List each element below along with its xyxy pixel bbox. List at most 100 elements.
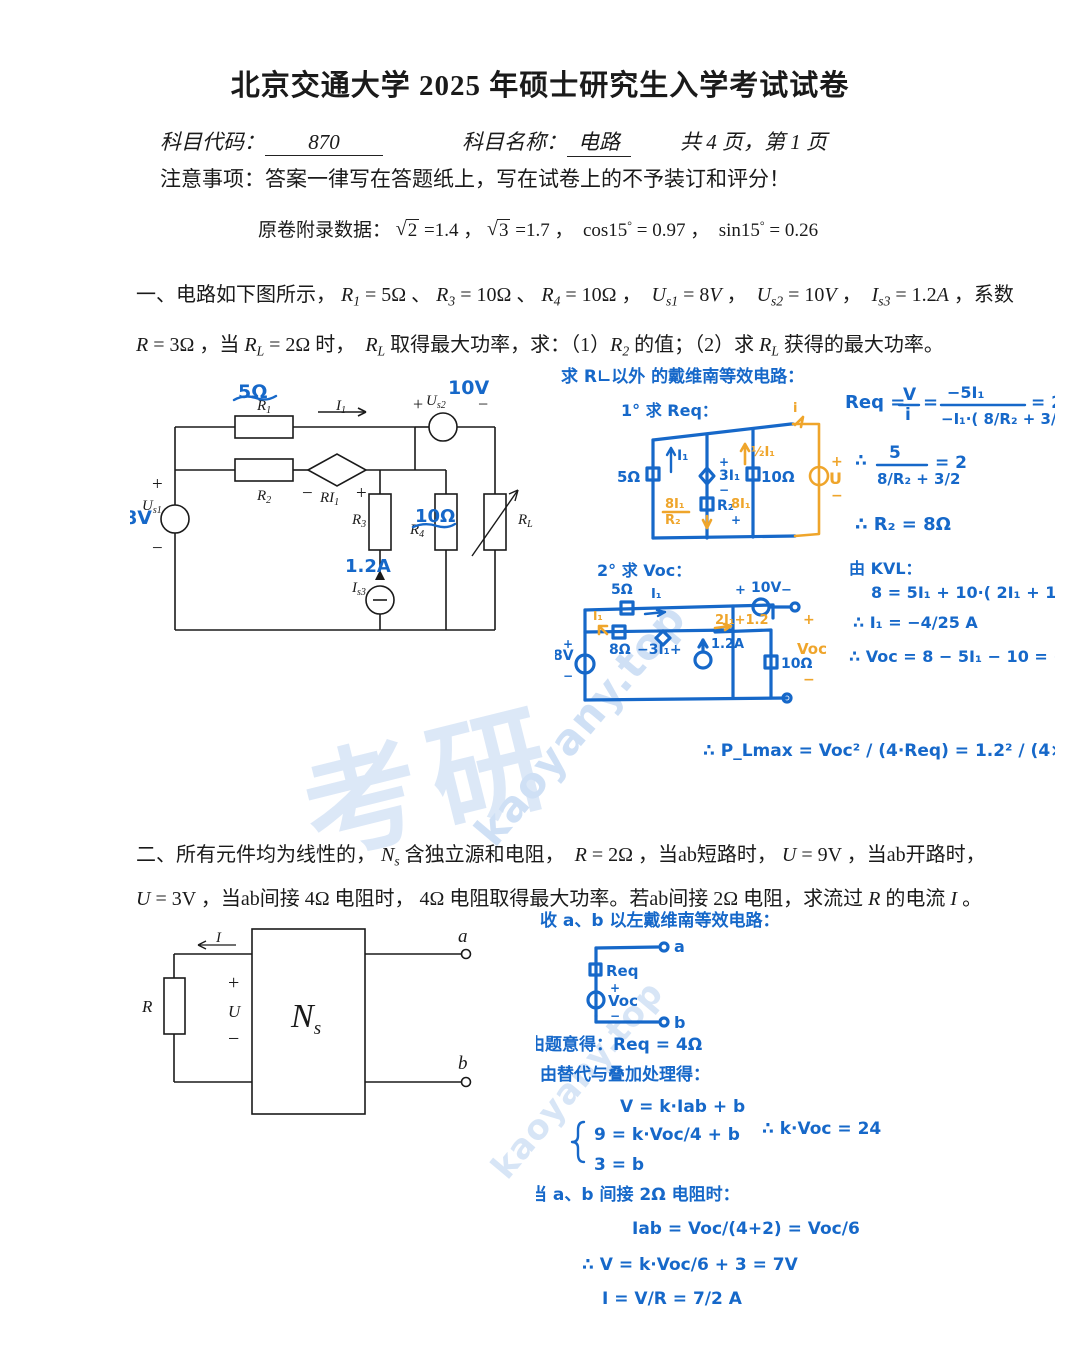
solution1-step2-heading: 2° 求 Voc： (597, 561, 691, 580)
solution1-eq1-i: i (905, 405, 911, 425)
sketch2-us2-plus: + (735, 583, 746, 598)
sketch2-voc-plus: + (803, 612, 815, 628)
solution1-eq1-den: −I₁·( 8/R₂ + 3/2 ) (941, 410, 1055, 428)
sketch2-src-plus: + (563, 637, 573, 651)
solution1-pmax: ∴ P_Lmax = Voc² / (4·Req) = 1.2² / (4×2)… (703, 741, 1055, 761)
solution2-eq-iab: Iab = Voc/(4+2) = Voc/6 (632, 1219, 860, 1239)
sketch1-src-label: U (829, 469, 842, 488)
solution1-kvl-heading: 由 KVL： (849, 559, 922, 578)
sketch1-orange-num: 8I₁ (665, 497, 685, 512)
label-I: I (215, 930, 222, 946)
solution1-eq1-lhs: Req = (845, 392, 905, 413)
plus-U: + (228, 972, 239, 994)
solution1-eq2-therefore: ∴ (855, 451, 867, 471)
solution2-line1: 由题意得：Req = 4Ω (536, 1034, 702, 1055)
annotation-R4-value: 10Ω (415, 506, 455, 527)
appendix-sqrt3: 3 (487, 218, 511, 242)
subject-code-value: 870 (265, 130, 383, 156)
terminal-a: a (458, 926, 468, 947)
handwritten-solution-1: 求 R∟以外 的戴维南等效电路： 1° 求 Req： + U − i 5Ω (555, 362, 1055, 782)
solution1-kvl: 8 = 5I₁ + 10·( 2I₁ + 1.2 ) (871, 583, 1055, 602)
appendix-data-line: 原卷附录数据： 2 =1.4 ， 3 =1.7 ， cos15° = 0.97 … (258, 215, 818, 242)
minus-us2: − (478, 394, 488, 414)
annotation-Us2-value: 10V (448, 377, 489, 399)
sketch2-voc-minus: − (803, 672, 815, 688)
solution2-line2: 由替代与叠加处理得： (540, 1064, 710, 1085)
question-2-line-1: 二、所有元件均为线性的， Ns 含独立源和电阻， R = 2Ω ，当ab短路时，… (136, 844, 986, 869)
solution2-eq-res: ∴ k·Voc = 24 (762, 1119, 881, 1139)
subject-name-label: 科目名称： (462, 130, 567, 154)
sketch1-plus2: + (731, 513, 741, 527)
annotation-Us1-value: 8V (130, 507, 152, 529)
sketch2-src-minus: − (563, 669, 573, 683)
sketch1-minus: − (831, 488, 843, 504)
sketch2-r-mid: 8Ω (609, 642, 631, 658)
sketch1-dep-minus: − (719, 483, 729, 497)
page-title: 北京交通大学 2025 年硕士研究生入学考试试卷 (230, 70, 850, 102)
solution2-line3: 当 a、b 间接 2Ω 电阻时： (536, 1184, 740, 1205)
appendix-cos15: cos15° = 0.97 ， (578, 219, 710, 241)
solution2-voc-plus: + (610, 981, 620, 995)
sketch1-orange-right: 8I₁ (731, 497, 751, 512)
solution2-heading: 收 a、b 以左戴维南等效电路： (540, 910, 779, 931)
sketch2-us2-minus: − (781, 583, 792, 598)
solution2-terminal-a: a (674, 937, 685, 956)
sketch1-dep-plus: + (719, 455, 729, 469)
plus-us2: + (413, 394, 423, 414)
solution1-eq3: ∴ R₂ = 8Ω (855, 514, 951, 535)
handwritten-solution-2: 收 a、b 以左戴维南等效电路： a Req + Voc − b 由题意得：Re… (536, 908, 1006, 1328)
sketch1-plus: + (831, 454, 843, 470)
subject-code-label: 科目代码： (160, 130, 265, 154)
solution1-step1-heading: 1° 求 Req： (621, 401, 718, 420)
solution1-eq1-num: −5I₁ (947, 383, 985, 402)
label-U: U (228, 1002, 242, 1021)
label-RL: RL (517, 512, 533, 530)
solution2-eq-sys1: 9 = k·Voc/4 + b (594, 1125, 740, 1145)
sketch2-r-right: 10Ω (781, 656, 812, 672)
plus-us1: + (152, 474, 163, 495)
solution1-voc-res: ∴ Voc = 8 − 5I₁ − 10 = −1.2V (849, 647, 1055, 666)
sketch2-dep: −3I₁+ (637, 642, 682, 658)
appendix-label: 原卷附录数据： (258, 220, 392, 241)
solution1-eq2-res: = 2 (935, 453, 967, 473)
minus-dep: − (302, 483, 313, 504)
terminal-b: b (458, 1053, 468, 1074)
sketch1-dep-src: 3I₁ (719, 468, 740, 484)
sketch2-us2: 10V (751, 580, 781, 596)
question-1-line-1: 一、电路如下图所示， R1 = 5Ω 、 R3 = 10Ω 、 R4 = 10Ω… (136, 284, 1014, 309)
label-Us2: Us2 (426, 393, 446, 411)
solution2-terminal-b: b (674, 1013, 685, 1032)
solution1-kvl-res: ∴ I₁ = −4/25 A (853, 613, 978, 632)
exam-meta-row: 科目代码：870 科目名称：电路 共 4 页，第 1 页 (160, 126, 960, 157)
sketch2-is: 1.2A (711, 637, 744, 652)
exam-notice: 注意事项：答案一律写在答题纸上，写在试卷上的不予装订和评分！ (160, 167, 790, 191)
solution2-eq-sys2: 3 = b (594, 1155, 644, 1175)
solution1-eq1-v: V (903, 385, 917, 405)
sketch1-r-mid: R₂ (717, 498, 734, 514)
sketch1-r-right: 10Ω (761, 468, 795, 486)
appendix-sqrt2: 2 (396, 218, 420, 242)
solution2-req-label: Req (606, 962, 638, 980)
subject-name-value: 电路 (567, 126, 631, 157)
sketch1-test-current: i (793, 401, 797, 416)
label-R2: R2 (256, 488, 271, 506)
label-I1: I1 (335, 398, 346, 416)
question-2-line-2: U = 3V ，当ab间接 4Ω 电阻时， 4Ω 电阻取得最大功率。若ab间接 … (136, 888, 983, 910)
sketch2-orange-i1: I₁ (593, 609, 603, 623)
sketch1-branch-cur: ½I₁ (751, 445, 775, 460)
page-info: 共 4 页，第 1 页 (680, 130, 827, 154)
solution1-heading: 求 R∟以外 的戴维南等效电路： (561, 366, 804, 387)
sketch1-orange-den: R₂ (665, 513, 681, 528)
solution2-voc-label: Voc (608, 992, 638, 1010)
solution1-eq1-res: = 2Ω (1031, 393, 1055, 413)
solution1-eq2-num: 5 (889, 443, 901, 463)
solution2-eq-i: I = V/R = 7/2 A (602, 1289, 743, 1309)
solution2-voc-minus: − (610, 1009, 620, 1023)
label-R: R (141, 997, 153, 1016)
appendix-sin15: sin15° = 0.26 (713, 219, 819, 241)
solution1-eq1-eq: = (923, 392, 938, 413)
minus-us1: − (152, 538, 163, 559)
question-1-line-2: R = 3Ω ，当 RL = 2Ω 时， RL 取得最大功率，求：（1）R2 的… (136, 334, 944, 359)
sketch2-voc: Voc (797, 640, 827, 658)
